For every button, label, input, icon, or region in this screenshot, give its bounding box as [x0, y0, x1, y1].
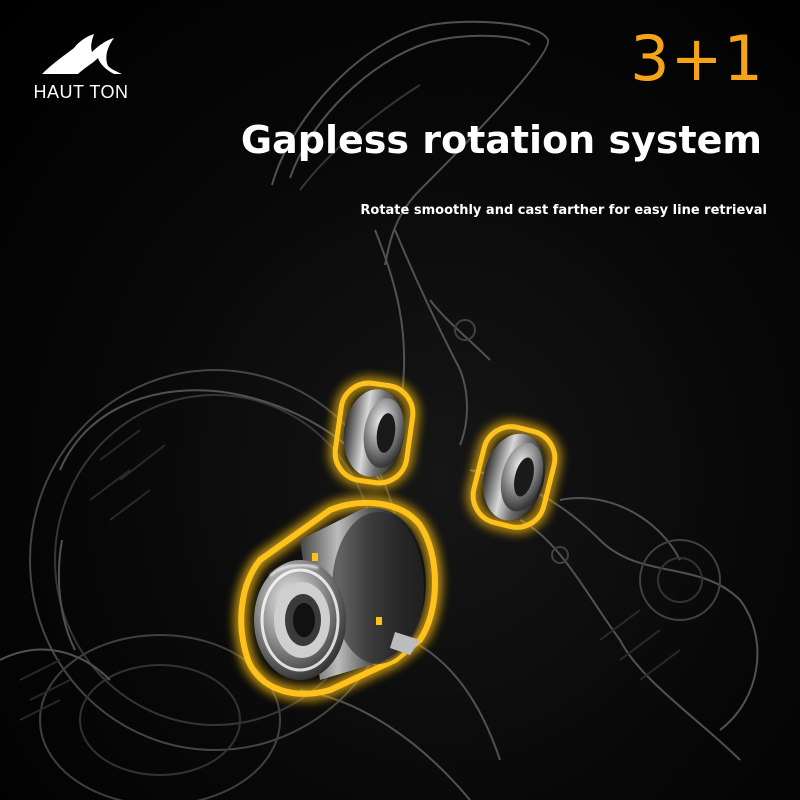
fish-wave-logo-icon: [42, 34, 122, 74]
reel-body-outline: [0, 20, 759, 800]
headline: Gapless rotation system: [240, 118, 762, 162]
bearing-left-body: [343, 389, 405, 477]
subheadline: Rotate smoothly and cast farther for eas…: [360, 203, 767, 218]
one-way-clutch-bearing: [254, 508, 426, 680]
bearing-right-body: [483, 433, 545, 521]
bearing-right: [470, 424, 558, 530]
bearing-count-badge: 3+1: [630, 22, 764, 95]
bearing-left: [332, 380, 416, 486]
brand-logo: HAUT TON: [26, 26, 136, 106]
brand-name: HAUT TON: [33, 82, 129, 102]
